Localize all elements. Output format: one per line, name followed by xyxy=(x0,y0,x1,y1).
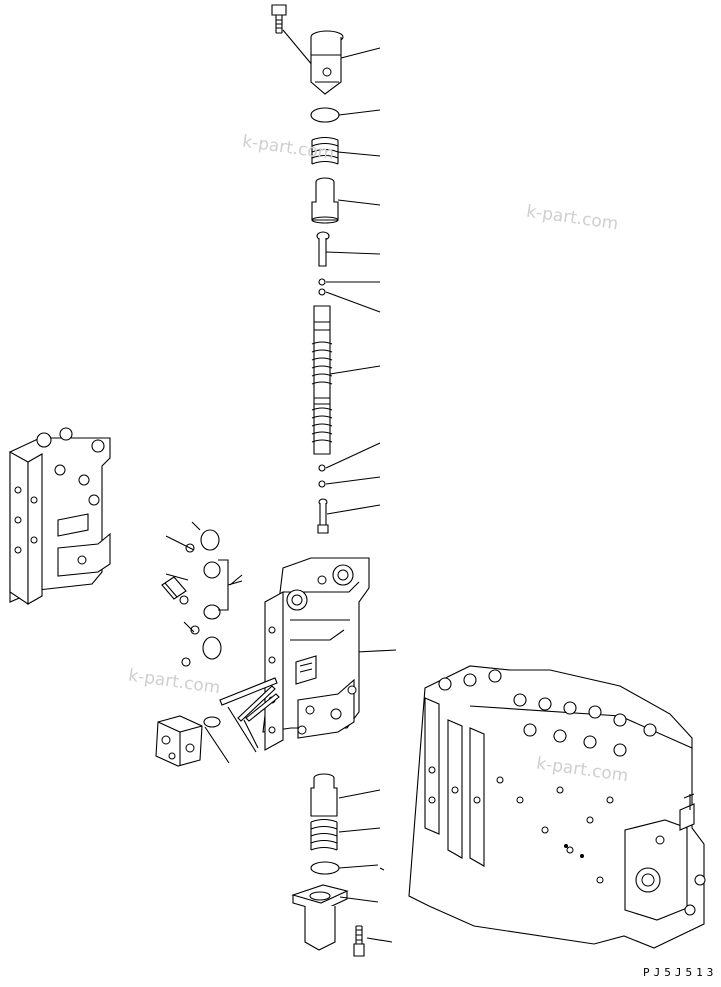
o-ring-2 xyxy=(310,861,340,875)
ring-b xyxy=(318,288,326,296)
spring-2 xyxy=(310,818,338,851)
side-parts xyxy=(161,521,243,667)
bottom-cap xyxy=(291,884,349,951)
retainer xyxy=(311,177,339,224)
drawing-code: PJ5J513 xyxy=(643,966,718,979)
tie-rods xyxy=(219,677,280,753)
pin-2 xyxy=(317,498,329,534)
valve-section-body xyxy=(262,557,370,751)
valve-cap xyxy=(310,30,344,95)
lower-retainer xyxy=(310,773,338,817)
pin-1 xyxy=(316,231,330,267)
ring-d xyxy=(318,480,326,488)
ring-c xyxy=(318,464,326,472)
ring-a xyxy=(318,278,326,286)
o-ring-1 xyxy=(310,107,340,123)
top-bolt xyxy=(271,4,287,34)
left-assembly xyxy=(9,427,111,606)
spool xyxy=(311,305,333,455)
right-assembly xyxy=(408,665,706,949)
end-plate xyxy=(155,715,230,767)
leader-lines xyxy=(325,47,397,943)
bottom-bolt xyxy=(353,925,365,957)
